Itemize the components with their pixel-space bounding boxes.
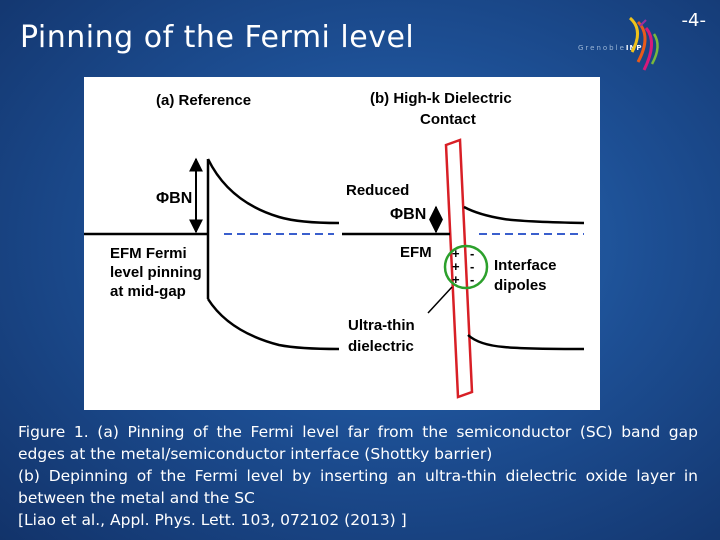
panel-b-efm-label: EFM bbox=[400, 244, 432, 261]
caption-line-3: [Liao et al., Appl. Phys. Lett. 103, 072… bbox=[18, 511, 407, 529]
panel-a-efm-line2: level pinning bbox=[110, 264, 202, 281]
interface-dipole-circle bbox=[443, 244, 489, 290]
caption-line-1: Figure 1. (a) Pinning of the Fermi level… bbox=[18, 423, 698, 463]
panel-a-valence-band bbox=[206, 298, 340, 351]
figure-caption: Figure 1. (a) Pinning of the Fermi level… bbox=[18, 421, 698, 531]
dielectric-label-line1: Ultra-thin bbox=[348, 317, 415, 334]
panel-a-title: (a) Reference bbox=[156, 92, 251, 109]
logo-swoosh-icon bbox=[628, 16, 659, 71]
panel-b-conduction-band bbox=[463, 205, 585, 225]
interface-label-line2: dipoles bbox=[494, 277, 547, 294]
panel-a-efm-line3: at mid-gap bbox=[110, 283, 186, 300]
panel-a-efm-line1: EFM Fermi bbox=[110, 245, 187, 262]
panel-a-conduction-band bbox=[206, 158, 340, 225]
band-diagram: (a) Reference ΦBN EFM Fermi level pinnin… bbox=[84, 90, 585, 399]
caption-line-2: (b) Depinning of the Fermi level by inse… bbox=[18, 467, 698, 507]
panel-a: (a) Reference ΦBN EFM Fermi level pinnin… bbox=[84, 92, 340, 351]
slide-number: -4- bbox=[681, 10, 706, 31]
panel-b-reduced-label: Reduced bbox=[346, 182, 409, 199]
panel-b: (b) High-k Dielectric Contact Reduced ΦB… bbox=[342, 90, 585, 399]
dipole-plus-1: + bbox=[452, 246, 460, 261]
dipole-minus-1: - bbox=[470, 246, 474, 261]
dielectric-pointer-line bbox=[427, 286, 453, 314]
dipole-plus-3: + bbox=[452, 272, 460, 287]
panel-b-phi-label: ΦBN bbox=[390, 206, 426, 223]
slide-title: Pinning of the Fermi level bbox=[20, 20, 415, 55]
dielectric-label-line2: dielectric bbox=[348, 338, 414, 355]
panel-b-title-line2: Contact bbox=[420, 111, 476, 128]
dipole-minus-2: - bbox=[470, 259, 474, 274]
institution-logo: GrenobleINP bbox=[578, 12, 666, 74]
panel-a-phi-label: ΦBN bbox=[156, 190, 192, 207]
ultra-thin-dielectric-layer bbox=[444, 138, 474, 399]
panel-b-valence-band bbox=[467, 334, 585, 351]
dipole-minus-3: - bbox=[470, 272, 474, 287]
panel-b-title-line1: (b) High-k Dielectric bbox=[370, 90, 512, 107]
interface-label-line1: Interface bbox=[494, 257, 557, 274]
band-diagram-figure: (a) Reference ΦBN EFM Fermi level pinnin… bbox=[84, 77, 600, 410]
dipole-plus-2: + bbox=[452, 259, 460, 274]
